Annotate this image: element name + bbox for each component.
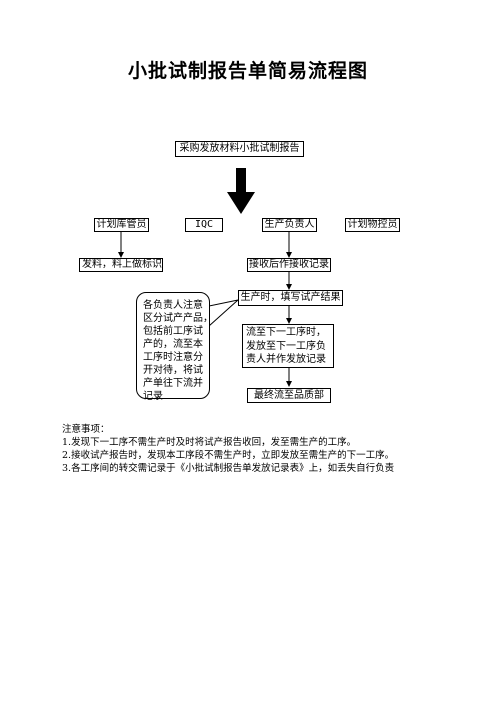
page-title: 小批试制报告单简易流程图 <box>127 60 368 82</box>
note-item: 1.发现下一工序不需生产时及时将试产报告收回，发至需生产的工序。 <box>62 437 357 448</box>
callout-pointer <box>208 299 240 328</box>
arrow-transfer-to-final <box>286 381 292 387</box>
big-arrow-head <box>227 192 255 214</box>
arrow-receive-to-fill <box>286 284 292 290</box>
arrow-fill-to-transfer <box>286 318 292 324</box>
arrow-warehouse-to-issue <box>118 252 124 258</box>
note-callout: 各负责人注意 区分试产产品， 包括前工序试 产的，流至本 工序时注意分 开对待，… <box>136 292 213 402</box>
step-fill-result: 生产时，填写试产结果 <box>238 290 343 306</box>
role-production-lead: 生产负责人 <box>262 218 317 232</box>
step-transfer: 流至下一工序时， 发放至下一工序负 责人并作发放记录 <box>242 324 334 368</box>
role-warehouse: 计划库管员 <box>94 218 149 232</box>
step-final: 最终流至品质部 <box>247 388 331 403</box>
big-arrow-shaft <box>236 168 246 194</box>
step-receive-record: 接收后作接收记录 <box>247 258 331 272</box>
note-item: 3.各工序间的转交需记录于《小批试制报告单发放记录表》上，如丢失自行负责 <box>62 463 395 474</box>
note-item: 2.接收试产报告时，发现本工序段不需生产时，立即发放至需生产的下一工序。 <box>62 450 395 461</box>
role-iqc: IQC <box>185 218 223 232</box>
arrow-lead-to-receive <box>286 252 292 258</box>
role-material-control: 计划物控员 <box>345 218 400 232</box>
start-box: 采购发放材料小批试制报告 <box>175 141 304 157</box>
notes-section: 注意事项： 1.发现下一工序不需生产时及时将试产报告收回，发至需生产的工序。 2… <box>62 423 394 475</box>
step-issue-material: 发料，料上做标识 <box>79 258 163 272</box>
notes-heading: 注意事项： <box>62 424 110 435</box>
